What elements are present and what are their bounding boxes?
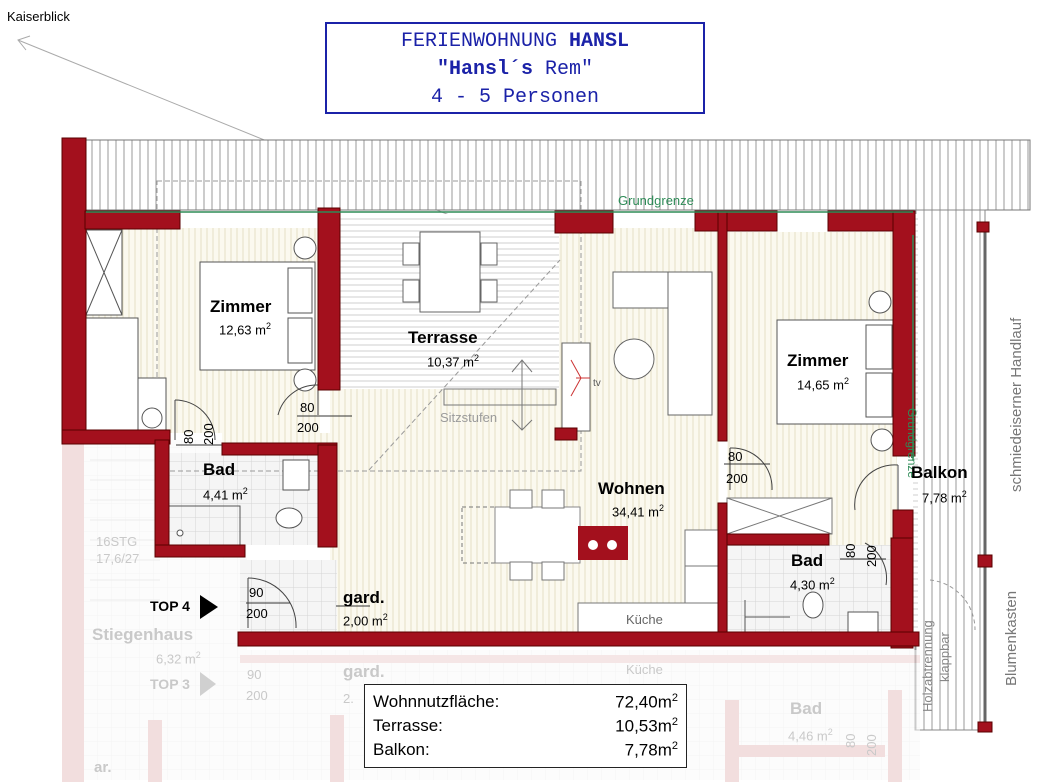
bad1-fixtures xyxy=(166,459,310,545)
lower-stiegenhaus-label: Stiegenhaus xyxy=(92,625,194,644)
room-zimmer2-area: 14,65 m2 xyxy=(797,376,849,393)
room-balkon-area: 7,78 m2 xyxy=(922,489,967,506)
walls xyxy=(61,137,993,733)
room-zimmer2-name: Zimmer xyxy=(787,351,849,370)
door3-height: 200 xyxy=(726,471,748,486)
room-zimmer1-name: Zimmer xyxy=(210,297,272,316)
blumenkasten-label: Blumenkasten xyxy=(1003,590,1020,686)
door1-height: 200 xyxy=(297,420,319,435)
door5-width: 90 xyxy=(249,585,264,600)
door3-width: 80 xyxy=(728,449,743,464)
top4-label: TOP 4 xyxy=(150,598,190,614)
room-bad2-name: Bad xyxy=(791,551,824,570)
lower-gard-label: gard. xyxy=(343,662,385,681)
top4-arrow xyxy=(200,595,218,619)
door1-width: 80 xyxy=(300,400,315,415)
lower-ar-label: ar. xyxy=(94,759,112,776)
sofa xyxy=(561,271,713,432)
room-terrasse-area: 10,37 m2 xyxy=(427,353,479,370)
room-terrasse-name: Terrasse xyxy=(408,328,478,347)
door2-width: 80 xyxy=(181,429,196,444)
handlauf-label: schmiedeiserner Handlauf xyxy=(1008,317,1025,492)
tv-label: tv xyxy=(593,378,601,389)
door4-height: 200 xyxy=(864,545,879,567)
lower-door2-width: 80 xyxy=(843,733,858,748)
terrasse-table xyxy=(402,231,498,313)
floor-gard xyxy=(240,560,337,634)
lower-stg-dim: 17,6/27 xyxy=(96,551,140,566)
stove xyxy=(578,526,628,560)
room-gard-name: gard. xyxy=(343,588,385,607)
top3-arrow xyxy=(200,672,216,696)
grundgrenze-top-label: Grundgrenze xyxy=(618,193,694,208)
title-line1: FERIENWOHNUNG HANSL xyxy=(400,30,630,53)
room-bad2-area: 4,30 m2 xyxy=(790,576,835,593)
sitzstufen-label: Sitzstufen xyxy=(440,410,498,425)
room-bad1-area: 4,41 m2 xyxy=(203,486,248,503)
lower-door-height: 200 xyxy=(246,688,268,703)
summary-row: Balkon: 7,78m2 xyxy=(373,740,678,760)
bad2-fixtures xyxy=(744,591,879,635)
title-box: FERIENWOHNUNG HANSL "Hansl´s Rem" 4 - 5 … xyxy=(325,22,705,114)
door2-height: 200 xyxy=(201,423,216,445)
room-gard-area: 2,00 m2 xyxy=(343,612,388,629)
area-summary-box: Wohnnutzfläche: 72,40m2 Terrasse: 10,53m… xyxy=(364,684,687,768)
lower-kueche-label: Küche xyxy=(626,662,663,677)
lower-stiegenhaus-area: 6,32 m2 xyxy=(156,650,201,667)
room-wohnen-name: Wohnen xyxy=(598,479,665,498)
door4-width: 80 xyxy=(843,543,858,558)
summary-row: Terrasse: 10,53m2 xyxy=(373,716,678,736)
lower-bad-label: Bad xyxy=(790,699,823,718)
dining-table xyxy=(461,489,581,581)
summary-row: Wohnnutzfläche: 72,40m2 xyxy=(373,692,678,712)
room-zimmer1-area: 12,63 m2 xyxy=(219,321,271,338)
lower-bad-area: 4,46 m2 xyxy=(788,727,833,744)
title-line2: "Hansl´s Rem" xyxy=(436,58,594,81)
lower-door-width: 90 xyxy=(247,667,262,682)
room-balkon-name: Balkon xyxy=(911,463,968,482)
room-wohnen-area: 34,41 m2 xyxy=(612,503,664,520)
lower-top3-label: TOP 3 xyxy=(150,676,190,692)
lower-stg-label: 16STG xyxy=(96,534,138,549)
roof-overhang xyxy=(84,139,1031,211)
kaiserblick-label: Kaiserblick xyxy=(7,9,70,24)
door5-height: 200 xyxy=(246,606,268,621)
lower-door2-height: 200 xyxy=(864,734,879,756)
klappbar-label: klappbar xyxy=(937,632,952,682)
room-bad1-name: Bad xyxy=(203,460,236,479)
kitchen-counter xyxy=(577,497,833,635)
bed-zimmer2 xyxy=(776,290,895,452)
holzabtrennung-label: Holzabtrennung xyxy=(920,620,935,712)
lower-gard-area: 2. xyxy=(343,691,354,706)
bed-zimmer1 xyxy=(85,229,317,431)
title-line3: 4 - 5 Personen xyxy=(430,86,600,109)
room-kueche-name: Küche xyxy=(626,612,663,627)
